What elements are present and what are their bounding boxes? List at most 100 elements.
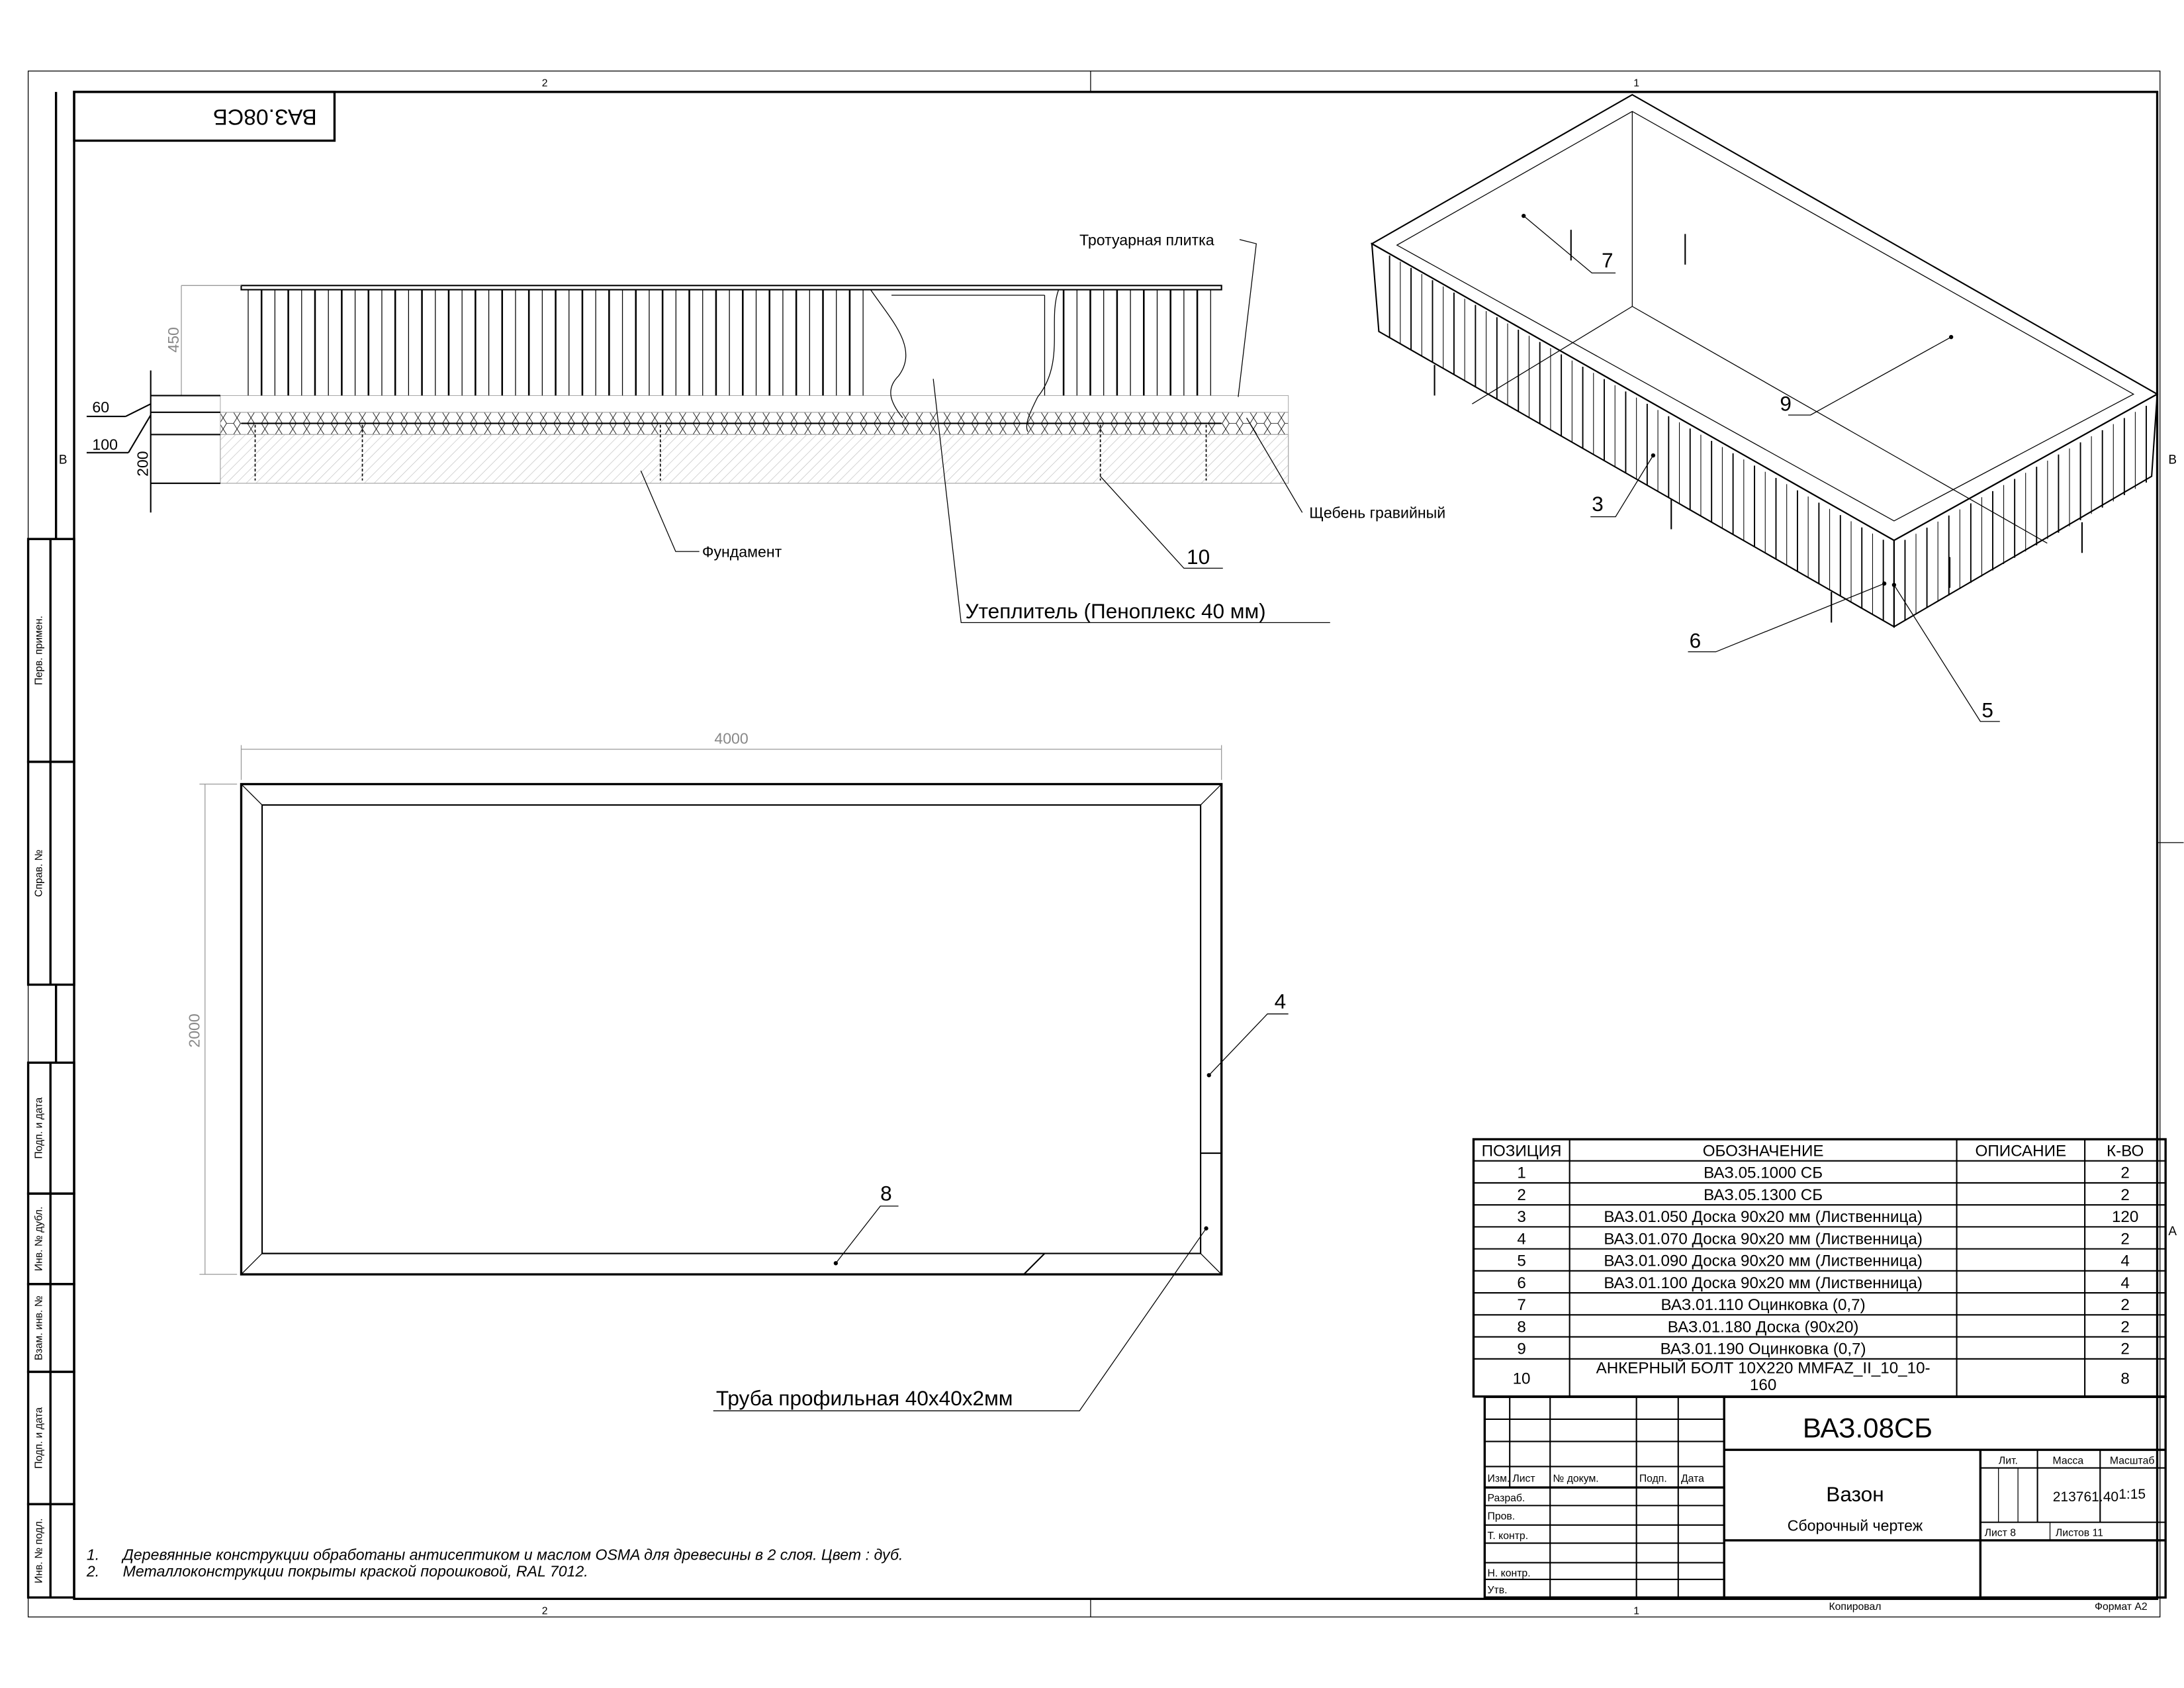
- bom-row: 10 АНКЕРНЫЙ БОЛТ 10Х220 MMFAZ_II_10_10-16…: [1513, 1360, 2130, 1393]
- bom-cell-pos: 3: [1517, 1208, 1525, 1226]
- title-block-role: Разраб.: [1488, 1493, 1525, 1504]
- title-doc-type: Сборочный чертеж: [1788, 1517, 1923, 1534]
- dim-width-2000: 2000: [185, 1013, 203, 1047]
- zone-column-1-top: 1: [1633, 77, 1639, 89]
- title-designation: ВАЗ.08СБ: [1803, 1412, 1933, 1443]
- label-insulation: Утеплитель (Пеноплекс 40 мм): [966, 599, 1266, 623]
- sheet-count: Листов 11: [2056, 1528, 2103, 1539]
- label-pos-7: 7: [1602, 248, 1614, 272]
- label-pos-8: 8: [880, 1182, 892, 1205]
- bom-cell-designation: ВАЗ.01.090 Доска 90х20 мм (Лиственница): [1604, 1252, 1923, 1270]
- bom-cell-designation: ВАЗ.01.100 Доска 90х20 мм (Лиственница): [1604, 1274, 1923, 1292]
- title-block-col-header: № докум.: [1553, 1474, 1598, 1485]
- bom-cell-designation: ВАЗ.05.1000 СБ: [1704, 1164, 1823, 1182]
- bom-cell-designation: ВАЗ.01.180 Доска (90х20): [1668, 1318, 1859, 1336]
- dim-gravel-100: 100: [92, 436, 118, 453]
- section-view: 450 60 100 200 Тротуарная плитка Щебень …: [86, 231, 1445, 623]
- bom-row: 8 ВАЗ.01.180 Доска (90х20) 2: [1517, 1318, 2130, 1336]
- sheet-number: Лист 8: [1985, 1528, 2017, 1539]
- bom-cell-designation-wrapper: АНКЕРНЫЙ БОЛТ 10Х220 MMFAZ_II_10_10-160: [1596, 1360, 1931, 1393]
- label-gravel: Щебень гравийный: [1309, 504, 1445, 522]
- bom-row: 1 ВАЗ.05.1000 СБ 2: [1517, 1164, 2130, 1182]
- anchor-bolts: [254, 424, 1207, 481]
- scale-label: Масштаб: [2110, 1455, 2154, 1466]
- zone-column-2-top: 2: [542, 77, 548, 89]
- bom-cell-pos: 5: [1517, 1252, 1525, 1270]
- bom-cell-pos: 8: [1517, 1318, 1525, 1336]
- bom-cell-pos: 2: [1517, 1186, 1525, 1204]
- bom-cell-qty: 2: [2120, 1318, 2129, 1336]
- side-stamp-label: Инв. № подл.: [34, 1519, 45, 1583]
- note-2-number: 2.: [86, 1563, 99, 1580]
- dim-length-4000: 4000: [714, 730, 748, 747]
- bom-cell-designation: ВАЗ.01.190 Оцинковка (0,7): [1661, 1340, 1866, 1358]
- zone-row-a-right: A: [2168, 1225, 2177, 1239]
- title-block-col-header: Лист: [1512, 1474, 1535, 1485]
- bom-header: К-ВО: [2107, 1142, 2144, 1160]
- zone-column-2-bottom: 2: [542, 1605, 548, 1617]
- rotated-designation-box: ВАЗ.08СБ: [73, 91, 336, 142]
- label-pos-3: 3: [1592, 492, 1604, 516]
- rotated-designation: ВАЗ.08СБ: [213, 105, 317, 129]
- bill-of-materials-table: ПОЗИЦИЯ ОБОЗНАЧЕНИЕ ОПИСАНИЕ К-ВО 1 ВАЗ.05.10…: [1472, 1138, 2167, 1398]
- bom-row: 6 ВАЗ.01.100 Доска 90х20 мм (Лиственница)…: [1517, 1274, 2130, 1292]
- bom-cell-designation: ВАЗ.05.1300 СБ: [1704, 1186, 1823, 1204]
- note-2-text: Металлоконструкции покрыты краской порош…: [123, 1563, 588, 1580]
- bom-cell-pos: 10: [1513, 1370, 1531, 1388]
- side-stamp-label: Взам. инв. №: [34, 1295, 45, 1360]
- bom-cell-pos: 1: [1517, 1164, 1525, 1182]
- note-1-text: Деревянные конструкции обработаны антисе…: [121, 1546, 903, 1563]
- label-pos-4: 4: [1275, 989, 1287, 1013]
- title-name: Вазон: [1826, 1482, 1884, 1506]
- label-pos-5: 5: [1981, 698, 1993, 722]
- title-block-role: Пров.: [1488, 1511, 1516, 1522]
- side-stamp-label: Подп. и дата: [34, 1407, 45, 1469]
- bom-cell-qty: 2: [2120, 1296, 2129, 1314]
- zone-row-b-right: B: [2168, 453, 2177, 467]
- label-foundation: Фундамент: [702, 543, 782, 561]
- isometric-view: 7 9 3 6 5: [1370, 93, 2159, 722]
- bom-header: ПОЗИЦИЯ: [1482, 1142, 1562, 1160]
- bom-header: ОБОЗНАЧЕНИЕ: [1703, 1142, 1824, 1160]
- bom-cell-qty: 2: [2120, 1186, 2129, 1204]
- scale-value: 1:15: [2118, 1487, 2146, 1502]
- bom-cell-pos: 4: [1517, 1230, 1525, 1248]
- title-block-role: Н. контр.: [1488, 1568, 1531, 1579]
- bom-cell-qty: 4: [2120, 1252, 2129, 1270]
- bom-cell-qty: 2: [2120, 1164, 2129, 1182]
- bom-row: 7 ВАЗ.01.110 Оцинковка (0,7) 2: [1517, 1296, 2130, 1314]
- label-pos-10: 10: [1187, 545, 1210, 569]
- title-block-col-header: Подп.: [1639, 1474, 1667, 1485]
- bom-cell-pos: 6: [1517, 1274, 1525, 1292]
- zone-row-b-left: B: [59, 453, 68, 467]
- title-block-col-header: Изм.: [1488, 1474, 1510, 1485]
- dim-paving-60: 60: [92, 399, 109, 416]
- format-label: Формат A2: [2095, 1601, 2148, 1613]
- bom-row: 2 ВАЗ.05.1300 СБ 2: [1517, 1186, 2130, 1204]
- label-pos-6: 6: [1690, 628, 1702, 652]
- bom-cell-pos: 9: [1517, 1340, 1525, 1358]
- copied-label: Копировал: [1829, 1601, 1881, 1613]
- bom-cell-qty: 8: [2120, 1370, 2129, 1388]
- side-stamp-label: Инв. № дубл.: [34, 1207, 45, 1272]
- side-stamp-label: Справ. №: [34, 849, 45, 897]
- title-block-role: Т. контр.: [1488, 1530, 1529, 1542]
- bom-row: 9 ВАЗ.01.190 Оцинковка (0,7) 2: [1517, 1340, 2130, 1358]
- side-stamp-label: Перв. примен.: [34, 616, 45, 685]
- bom-cell-designation: ВАЗ.01.110 Оцинковка (0,7): [1661, 1296, 1866, 1314]
- plan-view: 4000 2000 4 8 Труба профильная 40х40х2мм: [185, 730, 1289, 1411]
- label-profile-tube: Труба профильная 40х40х2мм: [716, 1386, 1013, 1410]
- section-boards: [248, 289, 1211, 396]
- mass-value: 213761.40: [2053, 1489, 2118, 1505]
- bom-header: ОПИСАНИЕ: [1976, 1142, 2067, 1160]
- side-stamp-label: Подп. и дата: [34, 1098, 45, 1159]
- bom-cell-qty: 2: [2120, 1340, 2129, 1358]
- dim-height-450: 450: [165, 327, 182, 353]
- title-block-role: Утв.: [1488, 1585, 1508, 1596]
- bom-cell-qty: 120: [2112, 1208, 2138, 1226]
- bom-row: 5 ВАЗ.01.090 Доска 90х20 мм (Лиственница)…: [1517, 1252, 2130, 1270]
- bom-cell-pos: 7: [1517, 1296, 1525, 1314]
